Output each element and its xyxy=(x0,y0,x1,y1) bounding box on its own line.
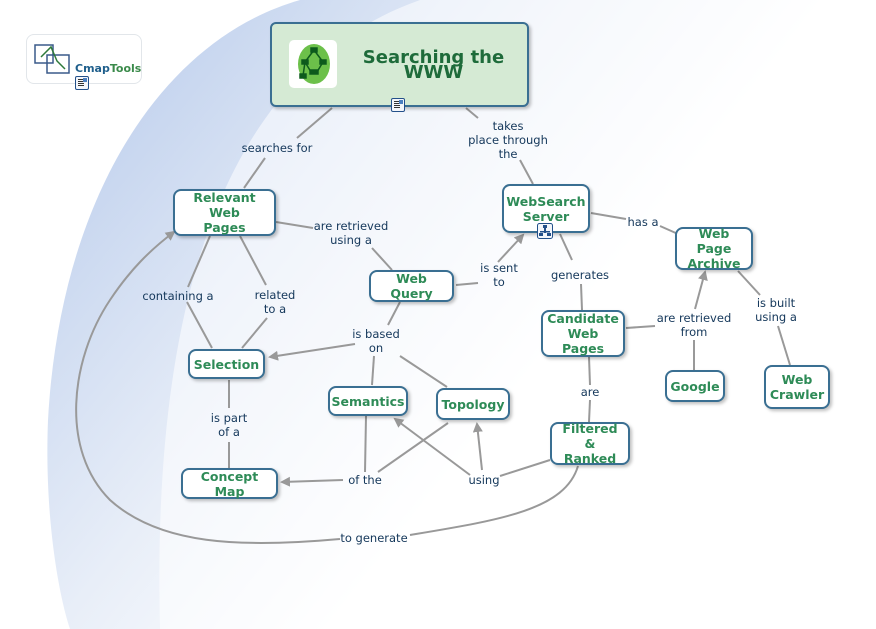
concept-label: Topology xyxy=(441,396,505,412)
cmaptools-logo-text: CmapTools xyxy=(75,62,141,75)
edge xyxy=(364,415,367,473)
edge xyxy=(371,247,393,271)
concept-label: Filtered & Ranked xyxy=(562,421,618,466)
cmaptools-logo-icon xyxy=(34,44,70,74)
link-phrase[interactable]: of the xyxy=(348,473,382,487)
concept-label: Web Query xyxy=(390,271,433,301)
edge xyxy=(588,356,591,386)
link-phrase[interactable]: is sent to xyxy=(480,261,518,289)
concept-label: WebSearch Server xyxy=(506,193,586,224)
concept-filtered-ranked[interactable]: Filtered & Ranked xyxy=(550,421,630,466)
edge xyxy=(472,422,483,471)
edge xyxy=(241,317,268,349)
document-resource-icon[interactable] xyxy=(75,76,89,90)
edge xyxy=(625,325,656,329)
concept-selection[interactable]: Selection xyxy=(188,349,265,379)
edge xyxy=(499,459,551,477)
concept-label: Google xyxy=(670,378,720,394)
link-phrase[interactable]: takes place through the xyxy=(468,119,548,161)
concept-concept-map[interactable]: Concept Map xyxy=(181,468,278,499)
concept-semantics[interactable]: Semantics xyxy=(328,386,408,416)
concept-web-page-archive[interactable]: Web Page Archive xyxy=(675,226,753,271)
concept-label: Searching the WWW xyxy=(362,46,505,83)
brain-network-icon xyxy=(289,40,337,88)
link-phrase[interactable]: are retrieved using a xyxy=(313,219,389,247)
edge xyxy=(590,212,627,220)
concept-label: Web Crawler xyxy=(769,372,825,402)
edge xyxy=(187,235,211,288)
edge xyxy=(580,283,583,311)
link-phrase[interactable]: containing a xyxy=(142,289,214,303)
cmaptools-logo: CmapTools xyxy=(26,34,142,84)
link-phrase[interactable]: using xyxy=(468,473,500,487)
edge xyxy=(186,301,213,349)
document-resource-icon[interactable] xyxy=(391,98,405,112)
concept-relevant-web-pages[interactable]: Relevant Web Pages xyxy=(173,189,276,236)
edge xyxy=(519,159,534,185)
concept-google[interactable]: Google xyxy=(665,370,725,402)
link-phrase[interactable]: searches for xyxy=(241,141,313,155)
edge xyxy=(239,235,267,286)
link-phrase[interactable]: are xyxy=(580,385,600,399)
edge xyxy=(268,343,356,361)
link-phrase[interactable]: is part of a xyxy=(210,411,248,439)
edge xyxy=(387,301,401,326)
concept-topology[interactable]: Topology xyxy=(436,388,510,420)
edge-curve xyxy=(75,230,341,545)
concept-searching-the-www[interactable]: Searching the WWW xyxy=(270,22,529,107)
sub-map-icon[interactable] xyxy=(537,223,553,239)
edge xyxy=(399,355,448,388)
edge-curve xyxy=(409,465,579,536)
edge xyxy=(465,107,479,119)
edge xyxy=(777,325,791,366)
concept-label: Concept Map xyxy=(200,468,259,499)
concept-label: Semantics xyxy=(331,393,405,409)
concept-label: Web Page Archive xyxy=(687,226,741,271)
edge xyxy=(455,282,479,286)
edge xyxy=(280,476,344,487)
logo-text-cmap: Cmap xyxy=(75,62,110,75)
link-phrase[interactable]: is based on xyxy=(352,327,400,355)
logo-text-tools: Tools xyxy=(109,62,142,75)
edge xyxy=(588,399,591,423)
edge xyxy=(737,270,761,296)
concept-label: Relevant Web Pages xyxy=(193,190,256,235)
edge xyxy=(243,157,266,189)
concept-candidate-web-pages[interactable]: Candidate Web Pages xyxy=(541,310,625,357)
edge xyxy=(694,270,708,310)
edge xyxy=(371,355,375,386)
concept-web-query[interactable]: Web Query xyxy=(369,270,454,302)
link-phrase[interactable]: is built using a xyxy=(755,296,797,324)
concept-label: Selection xyxy=(193,356,260,372)
link-phrase[interactable]: are retrieved from xyxy=(656,311,732,339)
edge xyxy=(296,107,333,139)
link-phrase[interactable]: has a xyxy=(627,215,659,229)
link-phrase[interactable]: generates xyxy=(550,268,610,282)
edge xyxy=(393,417,471,476)
edge xyxy=(559,233,573,261)
link-phrase[interactable]: related to a xyxy=(254,288,296,316)
edge xyxy=(497,233,525,263)
concept-label: Candidate Web Pages xyxy=(547,311,619,356)
edge xyxy=(377,422,449,473)
link-phrase[interactable]: to generate xyxy=(340,531,408,545)
concept-web-crawler[interactable]: Web Crawler xyxy=(764,365,830,409)
edge xyxy=(275,221,314,229)
